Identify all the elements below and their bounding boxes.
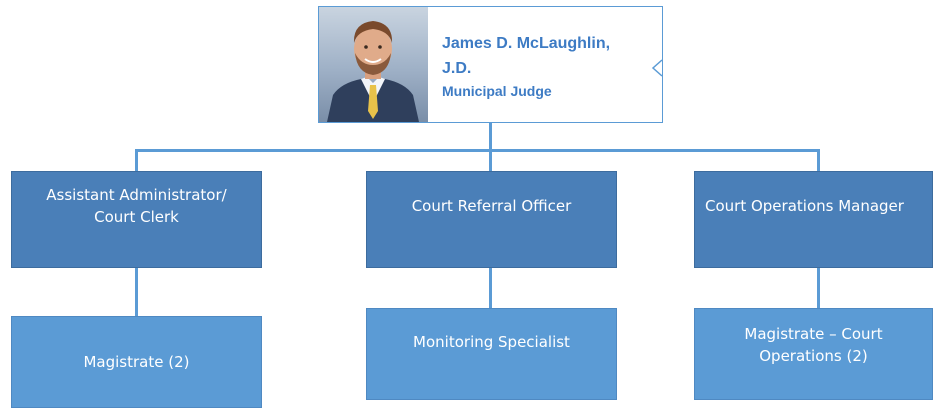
connector-to-referral <box>489 149 492 171</box>
node-monitoring-specialist: Monitoring Specialist <box>366 308 617 400</box>
judge-title: Municipal Judge <box>442 83 552 99</box>
judge-info: James D. McLaughlin, J.D. Municipal Judg… <box>442 31 652 101</box>
connector-clerk-to-magistrate <box>135 268 138 316</box>
connector-horizontal-bus <box>135 149 820 152</box>
connector-operations-to-magistrate <box>817 268 820 308</box>
node-court-referral-officer: Court Referral Officer <box>366 171 617 268</box>
judge-name-line2: J.D. <box>442 60 472 77</box>
node-court-operations-manager: Court Operations Manager <box>694 171 933 268</box>
judge-name-line1: James D. McLaughlin, <box>442 35 611 52</box>
judge-portrait-image <box>327 21 419 122</box>
connector-to-operations <box>817 149 820 171</box>
connector-judge-down <box>489 123 492 151</box>
expand-pointer-icon[interactable] <box>651 59 663 77</box>
node-assistant-administrator: Assistant Administrator/ Court Clerk <box>11 171 262 268</box>
node-magistrate: Magistrate (2) <box>11 316 262 408</box>
judge-card: James D. McLaughlin, J.D. Municipal Judg… <box>318 6 663 123</box>
connector-to-clerk <box>135 149 138 171</box>
judge-photo <box>319 7 428 122</box>
connector-referral-to-monitoring <box>489 268 492 308</box>
node-magistrate-court-operations: Magistrate – Court Operations (2) <box>694 308 933 400</box>
